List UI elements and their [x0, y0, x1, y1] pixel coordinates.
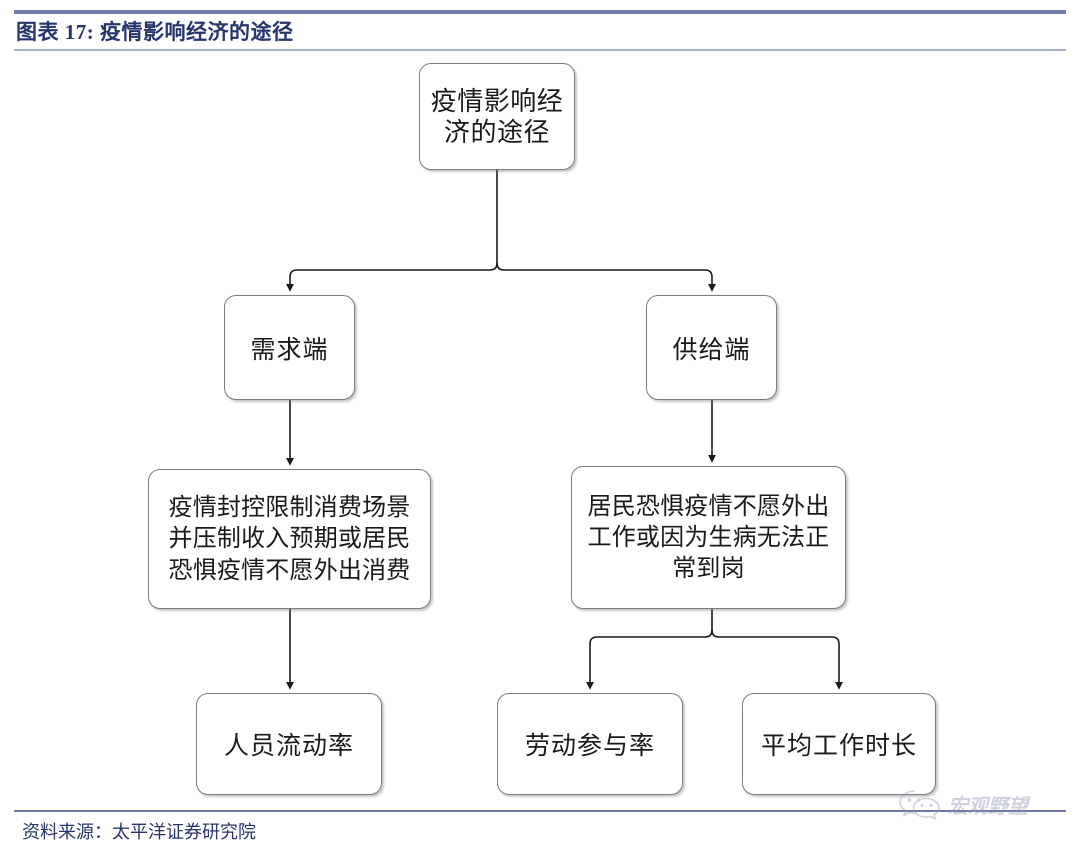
- node-supply-side-label: 供给端: [672, 335, 751, 364]
- node-demand-detail[interactable]: 疫情封控限制消费场景 并压制收入预期或居民 恐惧疫情不愿外出消费: [148, 469, 431, 609]
- node-supply-side[interactable]: 供给端: [646, 295, 777, 400]
- source-note: 资料来源：太平洋证券研究院: [22, 822, 256, 842]
- node-population-mobility-rate[interactable]: 人员流动率: [196, 693, 382, 795]
- edge-detail-to-lfpr: [586, 629, 713, 690]
- node-root-label: 疫情影响经 济的途径: [430, 85, 564, 147]
- header-rule-top: [14, 10, 1066, 14]
- figure-header: 图表 17: 疫情影响经济的途径: [0, 0, 1080, 52]
- edge-root-to-demand: [286, 262, 498, 292]
- node-supply-detail-label: 居民恐惧疫情不愿外出 工作或因为生病无法正 常到岗: [587, 492, 830, 583]
- header-rule-bottom: [14, 49, 1066, 51]
- node-demand-side-label: 需求端: [250, 335, 329, 364]
- node-root[interactable]: 疫情影响经 济的途径: [419, 63, 575, 170]
- flowchart-connectors: [286, 170, 843, 690]
- node-average-working-hours-label: 平均工作时长: [760, 732, 917, 760]
- edge-root-to-supply: [496, 262, 716, 292]
- node-average-working-hours[interactable]: 平均工作时长: [742, 693, 936, 795]
- node-supply-detail[interactable]: 居民恐惧疫情不愿外出 工作或因为生病无法正 常到岗: [571, 466, 846, 609]
- node-demand-detail-label: 疫情封控限制消费场景 并压制收入预期或居民 恐惧疫情不愿外出消费: [168, 494, 411, 584]
- flowchart-diagram: 疫情影响经 济的途径 需求端 供给端 疫情封控限制消费场景 并压制收入预期或居民…: [0, 52, 1080, 810]
- figure-title: 图表 17: 疫情影响经济的途径: [16, 20, 294, 44]
- node-demand-side[interactable]: 需求端: [224, 295, 355, 400]
- node-labor-participation-rate-label: 劳动参与率: [524, 732, 655, 760]
- node-population-mobility-rate-label: 人员流动率: [223, 732, 354, 760]
- edge-detail-to-hours: [711, 629, 843, 690]
- footer-rule: [14, 810, 1066, 812]
- node-labor-participation-rate[interactable]: 劳动参与率: [497, 693, 683, 795]
